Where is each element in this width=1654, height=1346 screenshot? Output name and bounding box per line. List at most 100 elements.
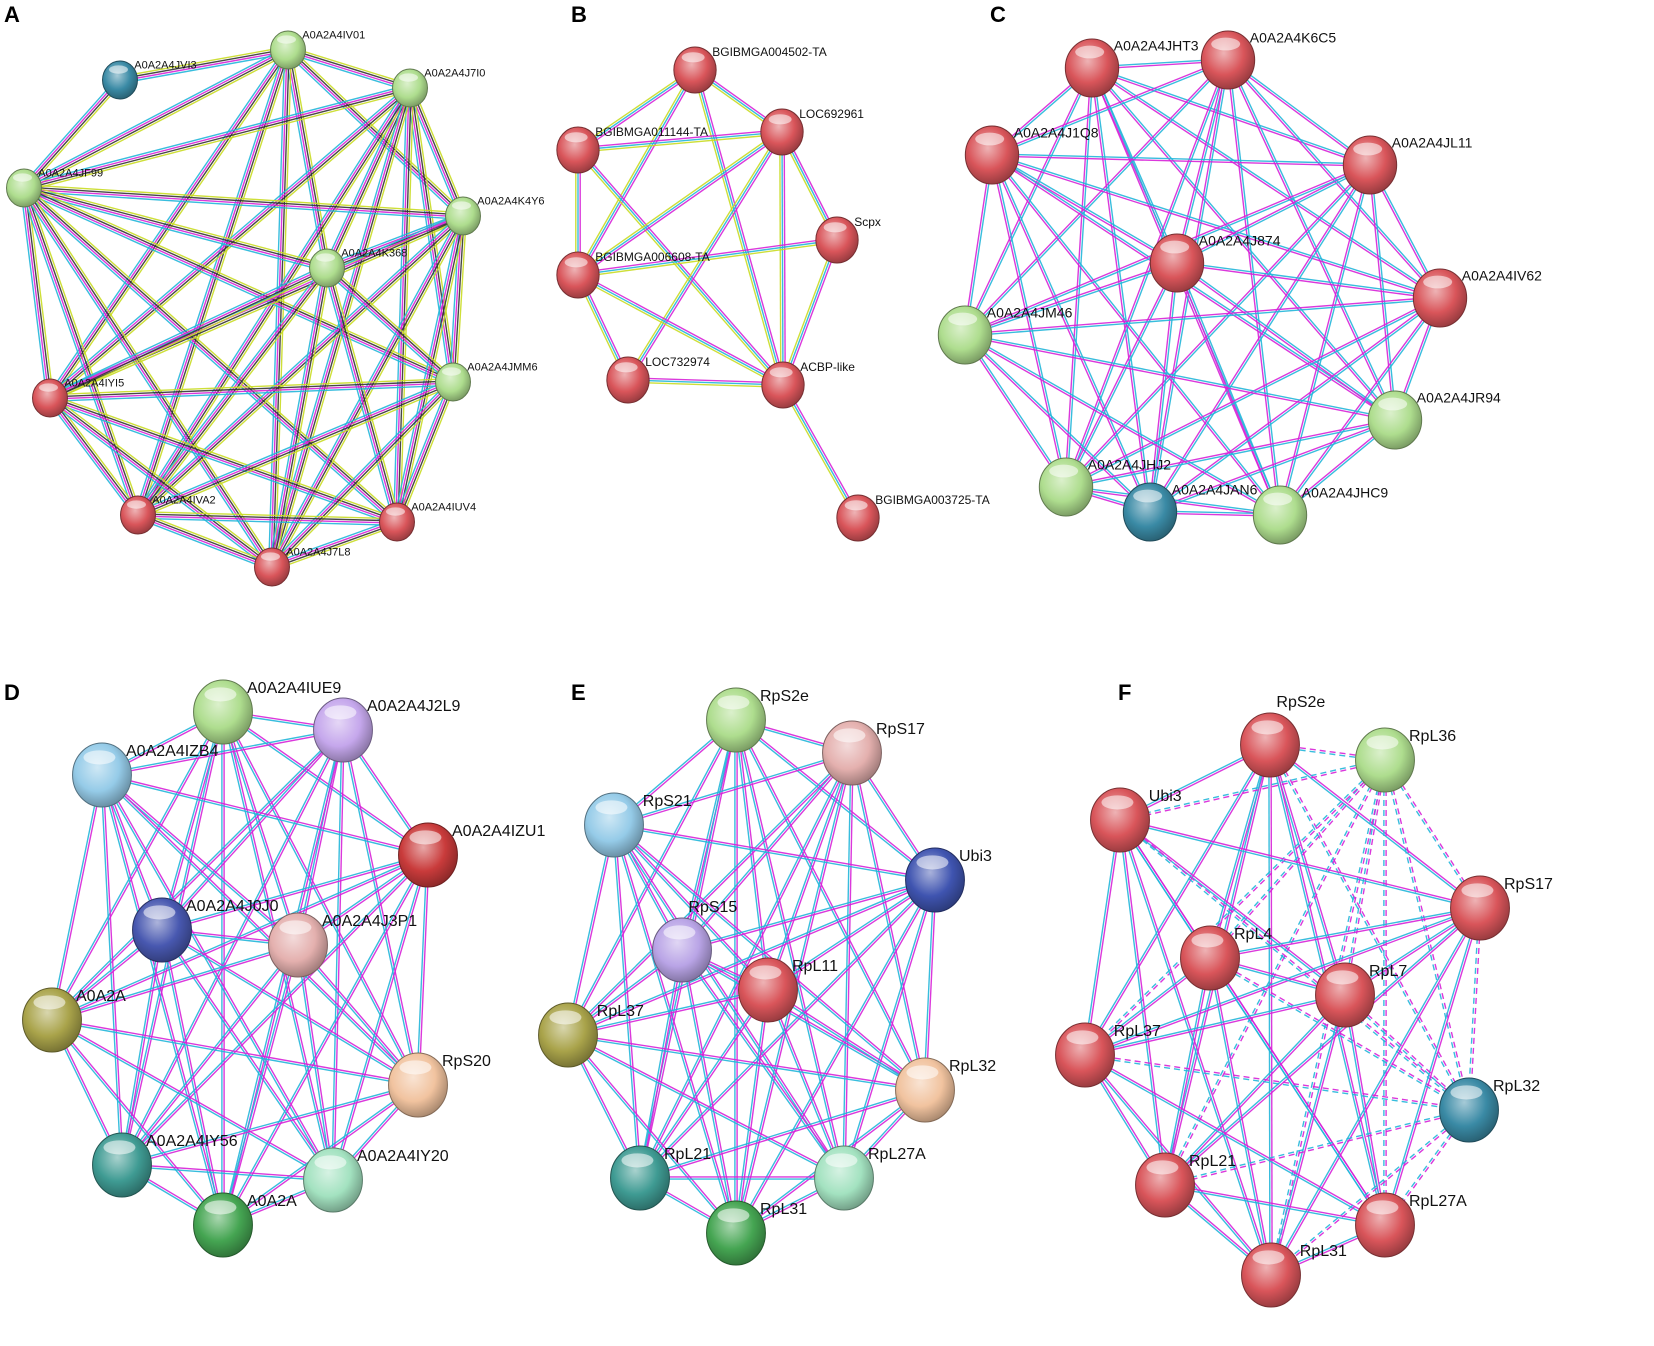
- node-IUV4[interactable]: A0A2A4IUV4: [379, 502, 477, 542]
- edge-RpS17-RpL11: [768, 753, 854, 991]
- node-RpL21[interactable]: RpL21: [610, 1145, 712, 1211]
- node-J7L8[interactable]: A0A2A4J7L8: [254, 547, 351, 587]
- node-JR94[interactable]: A0A2A4JR94: [1367, 390, 1501, 450]
- edge-J3P1-IY56: [120, 943, 298, 1165]
- node-K6C5[interactable]: A0A2A4K6C5: [1200, 30, 1336, 90]
- node-Ubi3[interactable]: Ubi3: [905, 847, 992, 913]
- node-RpL32[interactable]: RpL32: [1439, 1077, 1541, 1143]
- edge-JM46-JHJ2: [963, 335, 1066, 488]
- node-highlight: [33, 995, 66, 1010]
- edge-IVA2-J7L8: [138, 513, 273, 567]
- node-IY56[interactable]: A0A2A4IY56: [92, 1132, 238, 1198]
- node-Scpx[interactable]: Scpx: [815, 215, 881, 264]
- node-RpL4[interactable]: RpL4: [1180, 925, 1273, 991]
- node-RpS2e[interactable]: RpS2e: [706, 687, 809, 753]
- node-RpL7[interactable]: RpL7: [1315, 962, 1408, 1028]
- node-label: RpL27A: [1409, 1193, 1467, 1210]
- node-RpL32[interactable]: RpL32: [895, 1057, 997, 1123]
- node-L732974[interactable]: LOC732974: [606, 355, 710, 404]
- node-J0J0[interactable]: A0A2A4J0J0: [132, 897, 279, 963]
- node-RpL27A[interactable]: RpL27A: [1355, 1192, 1468, 1258]
- node-IV01[interactable]: A0A2A4IV01: [270, 30, 366, 70]
- node-IV62[interactable]: A0A2A4IV62: [1412, 268, 1542, 328]
- edge-RpS17-RpL37: [1084, 906, 1480, 1055]
- node-RpL31[interactable]: RpL31: [706, 1200, 808, 1266]
- node-RpL36[interactable]: RpL36: [1355, 727, 1457, 793]
- node-J3P1[interactable]: A0A2A4J3P1: [268, 912, 418, 978]
- node-IZU1[interactable]: A0A2A4IZU1: [398, 822, 546, 888]
- node-JHT3[interactable]: A0A2A4JHT3: [1064, 38, 1199, 98]
- node-Ubi3[interactable]: Ubi3: [1090, 787, 1182, 853]
- node-B1144[interactable]: BGIBMGA011144-TA: [556, 125, 708, 174]
- node-label: RpL11: [792, 958, 838, 975]
- node-K4Y6[interactable]: A0A2A4K4Y6: [445, 196, 545, 236]
- node-RpS21[interactable]: RpS21: [584, 792, 692, 858]
- node-L692961[interactable]: LOC692961: [760, 107, 864, 156]
- edge-JMM6-J7L8: [270, 380, 453, 567]
- node-IUE9[interactable]: A0A2A4IUE9: [193, 679, 342, 745]
- edge-RpL37-RpL27A: [1084, 1055, 1385, 1227]
- node-RpL11[interactable]: RpL11: [738, 957, 839, 1023]
- edge-K4Y6-IVA2: [136, 214, 463, 515]
- node-RpL21[interactable]: RpL21: [1135, 1152, 1237, 1218]
- node-RpS15[interactable]: RpS15: [652, 899, 738, 983]
- edge-JF99-K368: [24, 184, 329, 266]
- edge-J1Q8-JHC9: [990, 155, 1280, 517]
- node-JF99[interactable]: A0A2A4JF99: [6, 168, 104, 208]
- node-B4502[interactable]: BGIBMGA004502-TA: [673, 45, 827, 94]
- node-RpS17[interactable]: RpS17: [1450, 875, 1553, 941]
- node-J7I0[interactable]: A0A2A4J7I0: [392, 68, 486, 108]
- node-JAN6[interactable]: A0A2A4JAN6: [1122, 482, 1258, 542]
- node-JHJ2[interactable]: A0A2A4JHJ2: [1038, 457, 1171, 517]
- node-RpS17[interactable]: RpS17: [822, 720, 925, 786]
- edge-RpS2e-RpS17: [1270, 743, 1482, 908]
- edge-B4502-B1144: [577, 69, 696, 151]
- node-IY20[interactable]: A0A2A4IY20: [303, 1147, 449, 1213]
- node-RpL27A[interactable]: RpL27A: [814, 1145, 927, 1211]
- node-JMM6[interactable]: A0A2A4JMM6: [435, 362, 538, 402]
- node-IYI5[interactable]: A0A2A4IYI5: [32, 378, 125, 418]
- node-highlight: [399, 1060, 432, 1075]
- edge-RpL11-RpL27A: [766, 990, 844, 1179]
- node-RpS2e[interactable]: RpS2e: [1240, 694, 1326, 778]
- node-JHC9[interactable]: A0A2A4JHC9: [1252, 485, 1388, 545]
- node-highlight: [204, 687, 237, 702]
- node-RpL31[interactable]: RpL31: [1241, 1242, 1347, 1308]
- edge-IY56-IY20: [122, 1163, 334, 1180]
- edge-JL11-JR94: [1368, 165, 1395, 421]
- edge-JL11-JHJ2: [1066, 165, 1372, 489]
- edge-Ubi3-RpL21: [638, 878, 935, 1178]
- node-J1Q8[interactable]: A0A2A4J1Q8: [964, 125, 1099, 185]
- node-RpL37[interactable]: RpL37: [538, 1002, 644, 1068]
- edge-J2L9-RpS20: [343, 729, 420, 1085]
- edge-RpS21-RpL37: [568, 825, 616, 1036]
- node-J874[interactable]: A0A2A4J874: [1149, 233, 1281, 293]
- node-J2L9[interactable]: A0A2A4J2L9: [313, 697, 461, 763]
- node-DG[interactable]: A0A2A: [193, 1192, 298, 1258]
- node-B6608[interactable]: BGIBMGA006608-TA: [556, 250, 710, 299]
- edge-RpL4-RpL32: [1210, 956, 1470, 1110]
- edge-JHT3-JAN6: [1090, 68, 1150, 513]
- node-JVI3[interactable]: A0A2A4JVI3: [102, 60, 197, 100]
- edge-RpL36-RpL4: [1208, 758, 1385, 958]
- node-JL11[interactable]: A0A2A4JL11: [1342, 135, 1473, 195]
- node-IZB4[interactable]: A0A2A4IZB4: [72, 742, 219, 808]
- node-label: A0A2A4JR94: [1417, 390, 1501, 406]
- node-label: RpL31: [760, 1201, 807, 1218]
- edge-B1144-L692961: [577, 129, 782, 149]
- node-label: A0A2A4J7L8: [286, 547, 350, 559]
- node-JM46[interactable]: A0A2A4JM46: [937, 305, 1073, 365]
- node-ACBP[interactable]: ACBP-like: [761, 360, 855, 409]
- edge-IZB4-IY20: [102, 774, 335, 1180]
- edge-IYI5-JMM6: [50, 384, 454, 402]
- node-OLV[interactable]: A0A2A: [22, 987, 127, 1053]
- edge-IZU1-IY56: [122, 855, 430, 1167]
- edge-JR94-JAN6: [1150, 420, 1396, 514]
- node-IVA2[interactable]: A0A2A4IVA2: [120, 495, 216, 535]
- edge-RpL37-RpL32: [1085, 1053, 1470, 1110]
- edge-RpL11-RpL31: [734, 989, 768, 1233]
- node-RpL37[interactable]: RpL37: [1055, 1022, 1161, 1088]
- node-RpS20[interactable]: RpS20: [388, 1052, 491, 1118]
- node-B3725[interactable]: BGIBMGA003725-TA: [836, 493, 990, 542]
- node-K368[interactable]: A0A2A4K368: [309, 248, 408, 288]
